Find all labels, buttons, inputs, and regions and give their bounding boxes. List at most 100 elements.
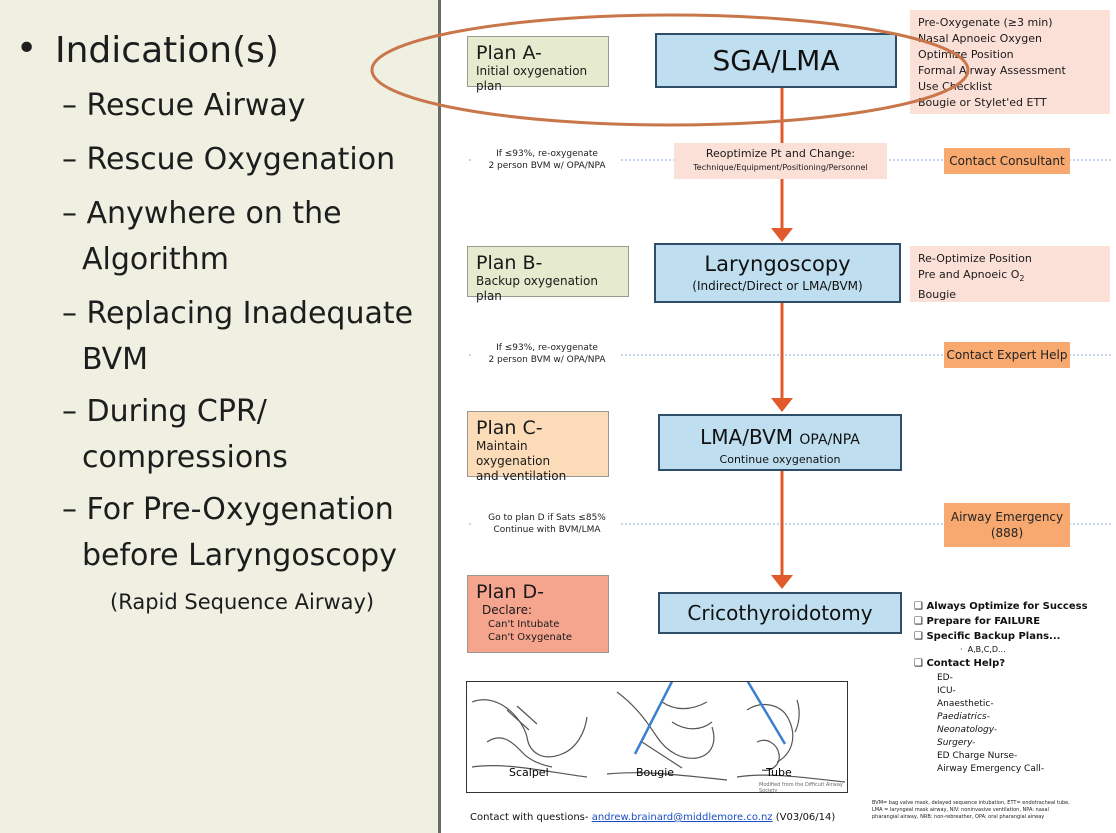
contact-email-link[interactable]: andrew.brainard@middlemore.co.nz <box>591 812 773 823</box>
plan-a-note: Use Checklist <box>918 80 993 93</box>
reoxygenate-line: 2 person BVM w/ OPA/NPA <box>488 161 606 171</box>
plan-a-note: Bougie or Stylet'ed ETT <box>918 96 1047 109</box>
contact-help-item: ED- <box>937 673 953 683</box>
checklist-item-label: Contact Help? <box>926 658 1006 669</box>
checklist-item: ❑ Always Optimize for Success <box>914 601 1088 612</box>
plan-d-note-line: Continue with BVM/LMA <box>493 525 601 535</box>
contact-help-item: Surgery- <box>937 738 976 748</box>
contact-help-list: ED- ICU- Anaesthetic- Paediatrics- Neona… <box>937 672 1107 776</box>
plan-c-subtitle: Maintain oxygenation <box>476 439 551 468</box>
indication-item: – For Pre-Oxygenation <box>62 492 394 527</box>
panel-divider <box>438 0 441 833</box>
illustration-credit: Modified from the Difficult Airway Socie… <box>759 782 843 794</box>
checklist-item: ❑ Contact Help? <box>914 658 1006 669</box>
plan-b-note: Re-Optimize Position <box>918 252 1032 265</box>
plan-b-title: Plan B- <box>476 252 543 274</box>
plan-d-note-line: Go to plan D if Sats ≤85% <box>488 513 606 523</box>
indication-item: before Laryngoscopy <box>82 538 397 573</box>
scalpel-label: Scalpel <box>509 766 549 779</box>
plan-b-note: Pre and Apnoeic O2 <box>918 267 1102 287</box>
plan-b-box: Plan B- Backup oxygenation plan <box>467 246 629 303</box>
indication-item: – Rescue Airway <box>62 88 306 123</box>
tube-label: Tube <box>766 766 792 779</box>
plan-a-notes: Pre-Oxygenate (≥3 min) Nasal Apnoeic Oxy… <box>910 10 1110 114</box>
indication-item: – Replacing Inadequate <box>62 296 414 331</box>
checklist-item-label: Prepare for FAILURE <box>926 616 1041 627</box>
reoxygenate-note-1: If ≤93%, re-oxygenate 2 person BVM w/ OP… <box>473 148 621 174</box>
plan-a-note: Pre-Oxygenate (≥3 min) <box>918 16 1053 29</box>
indication-item: – Anywhere on the <box>62 196 342 231</box>
checklist-item: ❑ Prepare for FAILURE <box>914 616 1041 627</box>
laryngoscopy-subtitle: (Indirect/Direct or LMA/BVM) <box>692 279 863 293</box>
checklist-subitem-label: A,B,C,D... <box>967 645 1006 654</box>
footer-contact: Contact with questions- andrew.brainard@… <box>470 812 890 823</box>
contact-help-item: Airway Emergency Call- <box>937 764 1045 774</box>
lma-bvm-title: LMA/BVM OPA/NPA <box>660 425 900 452</box>
contact-help-item: ED Charge Nurse- <box>937 751 1018 761</box>
indication-item: BVM <box>82 342 149 377</box>
lma-bvm-adjunct: OPA/NPA <box>799 432 860 448</box>
abbreviations-note: BVM= bag valve mask, delayed sequence in… <box>872 800 1114 821</box>
bougie-label: Bougie <box>636 766 675 779</box>
lma-bvm-subtitle: Continue oxygenation <box>719 453 841 466</box>
plan-c-title: Plan C- <box>476 417 543 439</box>
reoptimize-line: Reoptimize Pt and Change: <box>705 147 856 160</box>
airway-emergency-box: Airway Emergency (888) <box>944 503 1070 547</box>
plan-a-note: Optimize Position <box>918 48 1014 61</box>
bullet-dot: • <box>16 28 38 69</box>
plan-a-title: Plan A- <box>476 42 542 64</box>
contact-help-item: ICU- <box>937 686 956 696</box>
airway-algorithm: Plan A- Initial oxygenation plan SGA/LMA… <box>441 0 1116 833</box>
plan-d-title: Plan D- <box>476 581 544 603</box>
plan-a-subtitle: Initial oxygenation plan <box>476 64 588 93</box>
plan-d-subtitle: Declare: <box>482 603 533 617</box>
sga-lma-box: SGA/LMA <box>655 33 897 88</box>
reoxygenate-note-2: If ≤93%, re-oxygenate 2 person BVM w/ OP… <box>473 342 621 368</box>
success-checklist: ❑ Always Optimize for Success ❑ Prepare … <box>914 599 1114 671</box>
plan-a-box: Plan A- Initial oxygenation plan <box>467 36 609 93</box>
checklist-item-label: Always Optimize for Success <box>926 601 1088 612</box>
contact-expert-help-box: Contact Expert Help <box>944 342 1070 368</box>
footer-prefix: Contact with questions- <box>470 812 592 823</box>
plan-c-subtitle: and ventilation <box>476 469 567 483</box>
plan-b-note-subscript: 2 <box>1019 274 1025 284</box>
contact-help-item: Paediatrics- <box>937 712 990 722</box>
plan-b-notes: Re-Optimize Position Pre and Apnoeic O2 … <box>910 246 1110 302</box>
laryngoscopy-box: Laryngoscopy (Indirect/Direct or LMA/BVM… <box>654 243 901 303</box>
plan-b-note-text: Pre and Apnoeic O <box>918 268 1020 281</box>
indication-item: Algorithm <box>82 242 229 277</box>
procedure-sketch <box>471 682 846 783</box>
cricothyroidotomy-illustration: Scalpel Bougie Tube Modified from the Di… <box>466 681 848 794</box>
contact-help-item: Neonatology- <box>937 725 998 735</box>
reoxygenate-line: If ≤93%, re-oxygenate <box>496 343 598 353</box>
plan-d-box: Plan D- Declare: Can't Intubate Can't Ox… <box>467 575 609 653</box>
indications-panel: • Indication(s) – Rescue Airway – Rescue… <box>0 0 438 833</box>
reoptimize-line: Technique/Equipment/Positioning/Personne… <box>693 163 868 172</box>
plan-d-subtitle: Can't Oxygenate <box>488 632 573 643</box>
indication-item: compressions <box>82 440 288 475</box>
plan-d-subtitle: Can't Intubate <box>488 619 560 630</box>
cricothyroidotomy-box: Cricothyroidotomy <box>658 592 902 634</box>
indication-note: (Rapid Sequence Airway) <box>110 590 375 614</box>
footer-version: (V03/06/14) <box>775 812 836 823</box>
airway-emergency-line: Airway Emergency <box>950 510 1064 524</box>
abbreviation-line: LMA = laryngeal mask airway, NIV: noninv… <box>872 807 1049 813</box>
contact-help-item: Anaesthetic- <box>937 699 994 709</box>
plan-a-note: Nasal Apnoeic Oxygen <box>918 32 1042 45</box>
lma-bvm-main: LMA/BVM <box>700 425 794 449</box>
plan-c-box: Plan C- Maintain oxygenation and ventila… <box>467 411 609 483</box>
plan-b-note: Bougie <box>918 288 957 302</box>
plan-b-subtitle: Backup oxygenation plan <box>476 274 598 303</box>
laryngoscopy-title: Laryngoscopy <box>704 252 851 276</box>
reoxygenate-line: 2 person BVM w/ OPA/NPA <box>488 355 606 365</box>
go-to-plan-d-note: Go to plan D if Sats ≤85% Continue with … <box>473 512 621 538</box>
contact-consultant-box: Contact Consultant <box>944 148 1070 174</box>
airway-emergency-line: (888) <box>990 526 1024 540</box>
indication-item: – Rescue Oxygenation <box>62 142 396 177</box>
indications-heading: Indication(s) <box>55 30 279 71</box>
abbreviation-line: pharangial airway, NRB: non-rebreather, … <box>872 814 1045 820</box>
abbreviation-line: BVM= bag valve mask, delayed sequence in… <box>872 800 1070 806</box>
plan-a-note: Formal Airway Assessment <box>918 64 1066 77</box>
indication-item: – During CPR/ <box>62 394 267 429</box>
checklist-item: ❑ Specific Backup Plans... <box>914 631 1061 642</box>
